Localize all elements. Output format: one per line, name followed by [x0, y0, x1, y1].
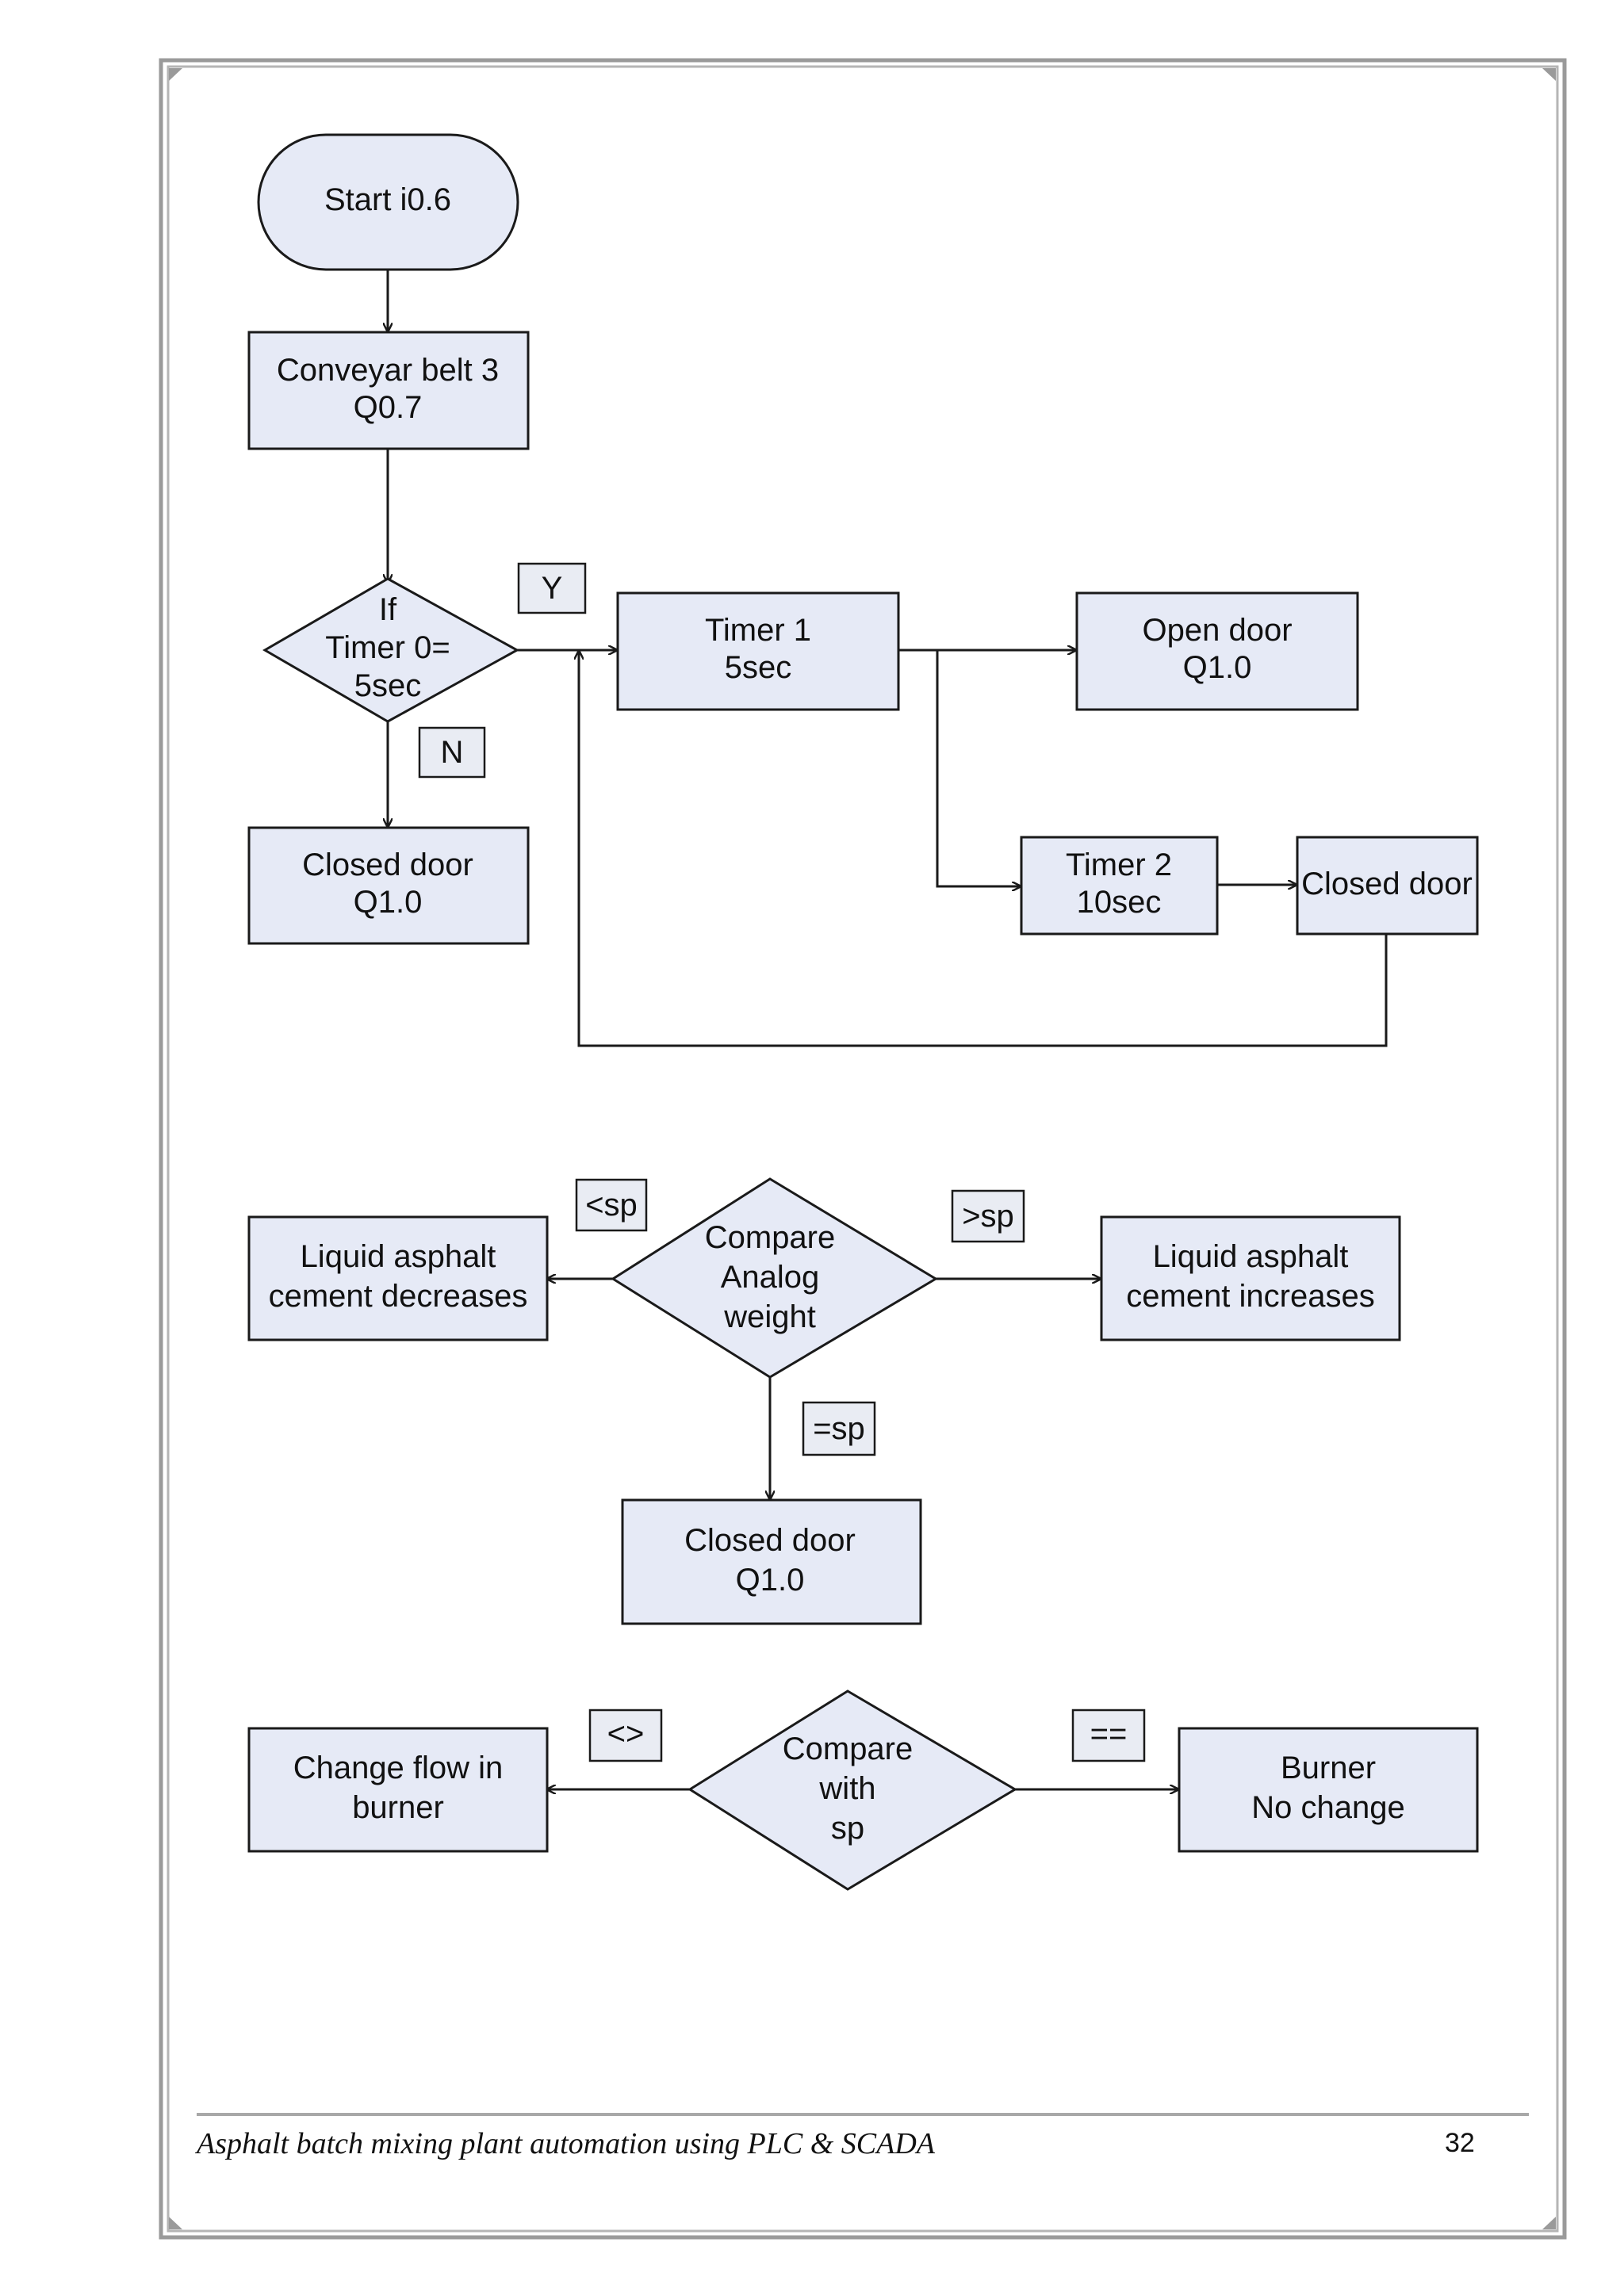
- svg-text:Closed door: Closed door: [684, 1523, 856, 1558]
- compare-weight-decision: Compare Analog weight: [611, 1177, 938, 1379]
- svg-text:<>: <>: [607, 1716, 645, 1751]
- svg-text:If: If: [379, 592, 397, 627]
- closed-door-node: Closed door Q1.0: [247, 826, 530, 945]
- page-frame: [159, 58, 1567, 2240]
- svg-text:Q1.0: Q1.0: [354, 885, 423, 920]
- timer1-node: Timer 1 5sec: [616, 591, 900, 711]
- svg-text:5sec: 5sec: [725, 650, 792, 685]
- equal-label: ==: [1071, 1709, 1146, 1762]
- equal-sp-label: =sp: [802, 1401, 876, 1456]
- footer-title: Asphalt batch mixing plant automation us…: [197, 2127, 935, 2160]
- svg-text:No change: No change: [1251, 1790, 1404, 1825]
- asphalt-increases-node: Liquid asphalt cement increases: [1100, 1215, 1401, 1341]
- open-door-node: Open door Q1.0: [1075, 591, 1359, 711]
- svg-text:cement decreases: cement decreases: [269, 1279, 528, 1314]
- svg-text:Burner: Burner: [1281, 1751, 1376, 1785]
- svg-text:Q1.0: Q1.0: [1183, 650, 1252, 685]
- svg-text:N: N: [441, 735, 464, 770]
- no-label: N: [418, 726, 486, 779]
- timer2-node: Timer 2 10sec: [1020, 836, 1219, 936]
- page-number: 32: [1445, 2128, 1475, 2158]
- svg-text:with: with: [818, 1771, 875, 1806]
- svg-text:Q1.0: Q1.0: [736, 1563, 805, 1598]
- svg-text:Analog: Analog: [721, 1260, 820, 1295]
- svg-text:Compare: Compare: [783, 1732, 914, 1766]
- svg-text:Compare: Compare: [705, 1220, 836, 1255]
- svg-text:cement increases: cement increases: [1126, 1279, 1374, 1314]
- greater-than-sp-label: >sp: [951, 1189, 1025, 1243]
- compare-sp-decision: Compare with sp: [688, 1689, 1017, 1891]
- start-node: Start i0.6: [257, 133, 519, 271]
- edge-timer1-to-timer2: [936, 650, 1021, 886]
- svg-text:Open door: Open door: [1142, 613, 1292, 648]
- svg-text:5sec: 5sec: [354, 668, 422, 703]
- burner-no-change-node: Burner No change: [1178, 1727, 1479, 1853]
- svg-text:>sp: >sp: [962, 1199, 1014, 1234]
- svg-text:Y: Y: [542, 571, 563, 606]
- svg-text:Conveyar belt 3: Conveyar belt 3: [277, 353, 499, 388]
- svg-text:Q0.7: Q0.7: [354, 390, 423, 425]
- conveyor-belt-node: Conveyar belt 3 Q0.7: [247, 331, 530, 450]
- svg-text:Change flow in: Change flow in: [293, 1751, 504, 1785]
- svg-text:weight: weight: [723, 1299, 816, 1334]
- less-than-sp-label: <sp: [575, 1178, 648, 1232]
- svg-text:Timer 0=: Timer 0=: [325, 630, 450, 665]
- svg-text:Closed door: Closed door: [1301, 867, 1473, 901]
- change-flow-node: Change flow in burner: [247, 1727, 549, 1853]
- svg-text:Start i0.6: Start i0.6: [324, 182, 451, 217]
- svg-text:Timer 1: Timer 1: [705, 613, 811, 648]
- yes-label: Y: [517, 562, 587, 614]
- footer-rule: [197, 2113, 1529, 2116]
- timer0-decision: If Timer 0= 5sec: [262, 577, 520, 723]
- svg-text:==: ==: [1090, 1716, 1128, 1751]
- svg-text:burner: burner: [352, 1790, 444, 1825]
- svg-text:Liquid asphalt: Liquid asphalt: [1153, 1239, 1349, 1274]
- svg-text:<sp: <sp: [585, 1188, 638, 1223]
- svg-text:Liquid asphalt: Liquid asphalt: [301, 1239, 496, 1274]
- svg-text:10sec: 10sec: [1077, 885, 1162, 920]
- svg-text:Closed door: Closed door: [302, 848, 473, 882]
- edge-loop-back: [579, 651, 1388, 1047]
- asphalt-decreases-node: Liquid asphalt cement decreases: [247, 1215, 549, 1341]
- closed-door-timer2-node: Closed door: [1296, 836, 1479, 936]
- closed-door-compare-node: Closed door Q1.0: [621, 1498, 922, 1625]
- svg-text:sp: sp: [831, 1811, 864, 1846]
- svg-text:Timer 2: Timer 2: [1066, 848, 1172, 882]
- not-equal-label: <>: [588, 1709, 663, 1762]
- svg-text:=sp: =sp: [813, 1411, 865, 1446]
